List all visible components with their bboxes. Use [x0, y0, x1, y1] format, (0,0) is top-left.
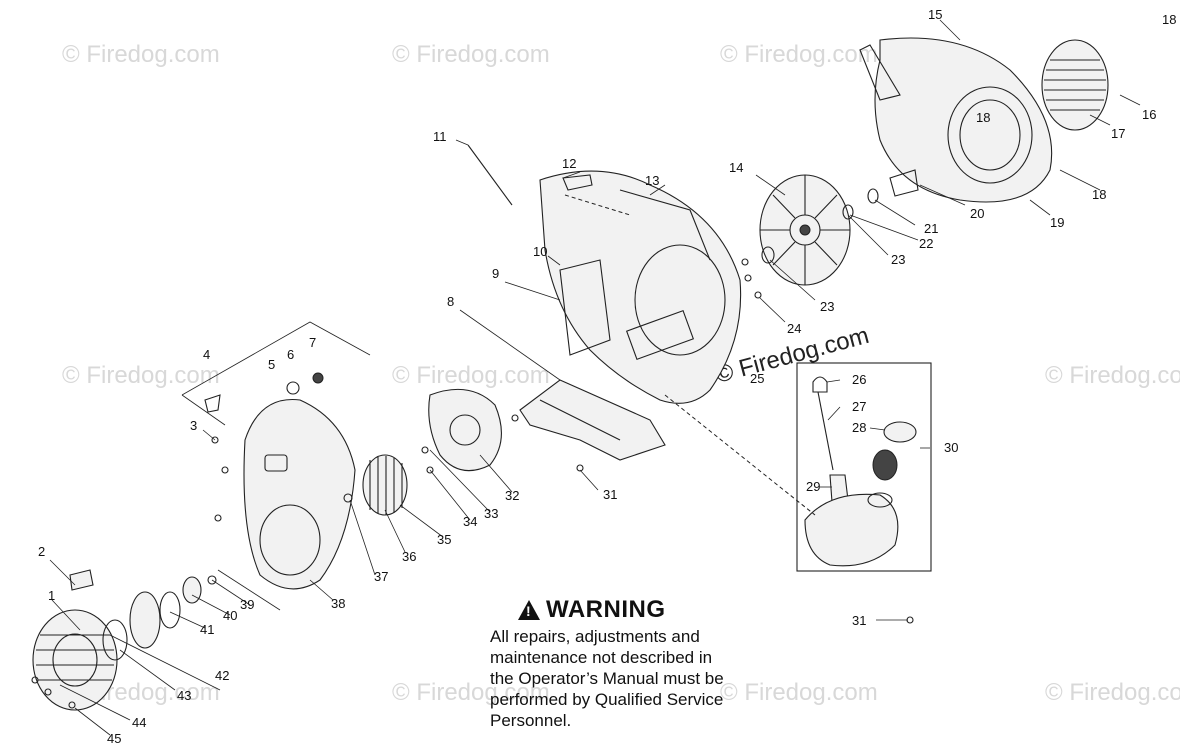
- callouts: 1 2 3 4 5 6 7 8 9 10 11 12 13 14 15 16 1…: [38, 7, 1176, 746]
- callout-43: 43: [177, 688, 191, 703]
- callout-5: 5: [268, 357, 275, 372]
- warning-triangle-icon: [518, 600, 540, 620]
- callout-45: 45: [107, 731, 121, 746]
- callout-18: 18: [976, 110, 990, 125]
- intake-grille: [1041, 39, 1109, 131]
- warning-notice: WARNING All repairs, adjustments and mai…: [490, 596, 780, 726]
- small-hardware: [741, 169, 919, 299]
- callout-37: 37: [374, 569, 388, 584]
- callout-6: 6: [287, 347, 294, 362]
- callout-20: 20: [970, 206, 984, 221]
- group-bracket-42: [109, 569, 281, 691]
- engine-cover: [243, 398, 356, 590]
- callout-30: 30: [944, 440, 958, 455]
- callout-12: 12: [562, 156, 576, 171]
- warning-line: All repairs, adjustments and: [490, 627, 700, 646]
- callout-41: 41: [200, 622, 214, 637]
- watermark: © Firedog.com: [62, 41, 220, 68]
- callout-40: 40: [223, 608, 237, 623]
- main-housing: [539, 170, 742, 404]
- callout-27: 27: [852, 399, 866, 414]
- callout-36: 36: [402, 549, 416, 564]
- callout-28: 28: [852, 420, 866, 435]
- callout-34: 34: [463, 514, 477, 529]
- screws: [31, 414, 914, 709]
- recoil-starter: [32, 569, 217, 711]
- warning-line: performed by Qualified Service: [490, 690, 724, 709]
- callout-26: 26: [852, 372, 866, 387]
- callout-24: 24: [787, 321, 801, 336]
- callout-22: 22: [919, 236, 933, 251]
- callout-10: 10: [533, 244, 547, 259]
- callout-7: 7: [309, 335, 316, 350]
- callout-3: 3: [190, 418, 197, 433]
- impeller: [759, 174, 851, 286]
- callout-42: 42: [215, 668, 229, 683]
- dashed-connectors: [564, 194, 816, 516]
- callout-18b: 18: [1092, 187, 1106, 202]
- flywheel: [362, 454, 408, 516]
- watermark: © Firedog.com: [1045, 679, 1180, 706]
- warning-title-text: WARNING: [546, 596, 666, 623]
- engine-bracket: [428, 388, 502, 472]
- warning-line: Personnel.: [490, 711, 572, 726]
- warning-line: the Operator’s Manual must be: [490, 669, 724, 688]
- watermark: © Firedog.com: [720, 41, 878, 68]
- callout-39: 39: [240, 597, 254, 612]
- callout-8: 8: [447, 294, 454, 309]
- warning-line: maintenance not described in: [490, 648, 713, 667]
- callout-9: 9: [492, 266, 499, 281]
- callout-31: 31: [603, 487, 617, 502]
- watermark: © Firedog.com: [392, 679, 550, 706]
- callout-21: 21: [924, 221, 938, 236]
- callout-29: 29: [806, 479, 820, 494]
- callout-4: 4: [203, 347, 210, 362]
- callout-38: 38: [331, 596, 345, 611]
- callout-14: 14: [729, 160, 743, 175]
- bottom-cover: [519, 379, 666, 461]
- leader-lines: [49, 19, 1141, 736]
- throttle-trigger: [562, 174, 593, 191]
- callout-44: 44: [132, 715, 146, 730]
- callout-17: 17: [1111, 126, 1125, 141]
- watermark: © Firedog.com: [392, 362, 550, 389]
- callout-23: 23: [891, 252, 905, 267]
- callout-11: 11: [433, 129, 447, 144]
- rod-11: [467, 144, 513, 206]
- watermark: © Firedog.com: [1045, 362, 1180, 389]
- warning-body: All repairs, adjustments and maintenance…: [490, 626, 780, 726]
- callout-15: 15: [928, 7, 942, 22]
- callout-19: 19: [1050, 215, 1064, 230]
- watermark: © Firedog.com: [720, 679, 878, 706]
- callout-1: 1: [48, 588, 55, 603]
- fuel-tank-group: [796, 362, 932, 572]
- small-parts-5-7: [204, 372, 324, 413]
- callout-31b: 31: [852, 613, 866, 628]
- callout-18c: 18: [1162, 12, 1176, 27]
- callout-35: 35: [437, 532, 451, 547]
- callout-25: 25: [750, 371, 764, 386]
- fan-housing: [859, 37, 1053, 203]
- group-bracket-4: [181, 321, 371, 426]
- callout-13: 13: [645, 173, 659, 188]
- watermark: © Firedog.com: [392, 41, 550, 68]
- callout-16: 16: [1142, 107, 1156, 122]
- callout-33: 33: [484, 506, 498, 521]
- warning-heading: WARNING: [518, 596, 780, 624]
- callout-23b: 23: [820, 299, 834, 314]
- watermark: © Firedog.com: [62, 362, 220, 389]
- callout-32: 32: [505, 488, 519, 503]
- callout-2: 2: [38, 544, 45, 559]
